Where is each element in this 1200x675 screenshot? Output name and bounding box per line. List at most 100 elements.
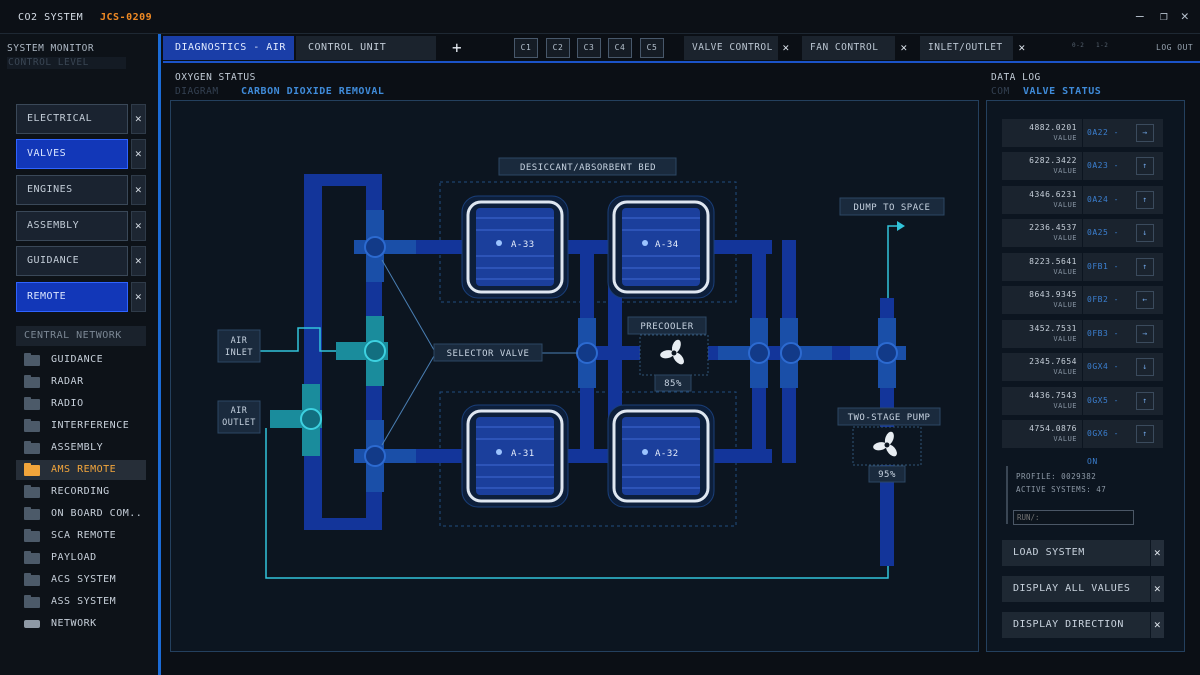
- add-tab-button[interactable]: +: [452, 38, 463, 57]
- network-item-guidance[interactable]: GUIDANCE: [16, 350, 146, 370]
- close-icon[interactable]: ✕: [1180, 9, 1190, 24]
- network-item-label: RADIO: [51, 398, 84, 409]
- profile-divider: [1006, 466, 1008, 524]
- log-direction-button[interactable]: ↑: [1131, 387, 1163, 415]
- precooler-percent: 85%: [664, 379, 682, 389]
- arrow-icon: ←: [1136, 291, 1154, 309]
- air-outlet-box: [217, 400, 261, 434]
- arrow-icon: →: [1136, 124, 1154, 142]
- tab-c2[interactable]: C2: [546, 38, 570, 58]
- precooler-pct-box: [654, 374, 692, 392]
- active-systems-count: ACTIVE SYSTEMS: 47: [1016, 485, 1107, 494]
- network-item-network[interactable]: NETWORK: [16, 614, 146, 634]
- folder-icon: [24, 485, 40, 498]
- pipe-network: [304, 174, 900, 566]
- category-electrical-button[interactable]: ELECTRICAL: [16, 104, 128, 134]
- log-status: 0GX4 - ON: [1083, 353, 1131, 399]
- category-assembly-button[interactable]: ASSEMBLY: [16, 211, 128, 241]
- close-icon[interactable]: ✕: [131, 211, 146, 241]
- tab-fan-control[interactable]: FAN CONTROL: [802, 36, 895, 60]
- network-item-radar[interactable]: RADAR: [16, 372, 146, 392]
- log-direction-button[interactable]: →: [1131, 320, 1163, 348]
- profile-id: PROFILE: 0029382: [1016, 472, 1097, 481]
- close-icon[interactable]: ✕: [1018, 41, 1026, 54]
- tab-valve-control[interactable]: VALVE CONTROL: [684, 36, 778, 60]
- close-icon[interactable]: ✕: [900, 41, 908, 54]
- close-icon[interactable]: ✕: [1151, 612, 1164, 638]
- restore-icon[interactable]: ❐: [1159, 9, 1169, 24]
- network-item-label: SCA REMOTE: [51, 530, 117, 541]
- folder-icon: [24, 463, 40, 476]
- close-icon[interactable]: ✕: [1151, 540, 1164, 566]
- category-remote-button[interactable]: REMOTE: [16, 282, 128, 312]
- tab-c4[interactable]: C4: [608, 38, 632, 58]
- load-system-button[interactable]: LOAD SYSTEM: [1002, 540, 1150, 566]
- tab-control-unit[interactable]: CONTROL UNIT: [296, 36, 436, 60]
- log-status: 0GX5 - ON: [1083, 387, 1131, 433]
- pump-percent: 95%: [878, 470, 896, 480]
- close-icon[interactable]: ✕: [1151, 576, 1164, 602]
- category-engines-button[interactable]: ENGINES: [16, 175, 128, 205]
- system-monitor-label: SYSTEM MONITOR: [7, 43, 95, 54]
- network-item-sca-remote[interactable]: SCA REMOTE: [16, 526, 146, 546]
- close-icon[interactable]: ✕: [782, 41, 790, 54]
- log-direction-button[interactable]: ↑: [1131, 420, 1163, 448]
- indicator-icon: 0-2: [1072, 42, 1085, 49]
- log-status: 0A22 - ON: [1083, 119, 1131, 165]
- bed-label: DESICCANT/ABSORBENT BED: [520, 163, 656, 173]
- display-all-values-button[interactable]: DISPLAY ALL VALUES: [1002, 576, 1150, 602]
- log-direction-button[interactable]: ←: [1131, 286, 1163, 314]
- category-guidance-button[interactable]: GUIDANCE: [16, 246, 128, 276]
- log-direction-button[interactable]: ↑: [1131, 253, 1163, 281]
- minimize-icon[interactable]: —: [1135, 9, 1145, 24]
- logout-button[interactable]: LOG OUT: [1156, 43, 1194, 52]
- network-item-on-board-com[interactable]: ON BOARD COM..: [16, 504, 146, 524]
- network-item-ass-system[interactable]: ASS SYSTEM: [16, 592, 146, 612]
- log-direction-button[interactable]: ↑: [1131, 186, 1163, 214]
- log-direction-button[interactable]: ↓: [1131, 353, 1163, 381]
- air-inlet-label: AIR: [231, 336, 248, 346]
- display-direction-button[interactable]: DISPLAY DIRECTION: [1002, 612, 1150, 638]
- close-icon[interactable]: ✕: [131, 246, 146, 276]
- log-status: 0A24 - ON: [1083, 186, 1131, 232]
- selector-label-box: [433, 343, 543, 362]
- tab-inlet-outlet[interactable]: INLET/OUTLET: [920, 36, 1013, 60]
- network-item-payload[interactable]: PAYLOAD: [16, 548, 146, 568]
- folder-icon: [24, 595, 40, 608]
- close-icon[interactable]: ✕: [131, 104, 146, 134]
- network-item-label: NETWORK: [51, 618, 97, 629]
- network-item-assembly[interactable]: ASSEMBLY: [16, 438, 146, 458]
- network-item-recording[interactable]: RECORDING: [16, 482, 146, 502]
- close-icon[interactable]: ✕: [131, 175, 146, 205]
- log-status: 0FB3 - ON: [1083, 320, 1131, 366]
- arrow-icon: ↑: [1136, 157, 1154, 175]
- air-lines: [260, 225, 900, 579]
- unit-label-a34: A-34: [655, 240, 679, 250]
- network-item-label: AMS REMOTE: [51, 464, 117, 475]
- arrow-icon: →: [1136, 325, 1154, 343]
- control-level-field[interactable]: CONTROL LEVEL: [7, 57, 126, 69]
- network-item-interference[interactable]: INTERFERENCE: [16, 416, 146, 436]
- close-icon[interactable]: ✕: [131, 139, 146, 169]
- network-item-radio[interactable]: RADIO: [16, 394, 146, 414]
- air-inlet-label: INLET: [225, 348, 253, 358]
- log-direction-button[interactable]: ↓: [1131, 219, 1163, 247]
- log-direction-button[interactable]: →: [1131, 119, 1163, 147]
- tab-diagnostics-air[interactable]: DIAGNOSTICS - AIR: [163, 36, 294, 60]
- run-command-input[interactable]: [1013, 510, 1134, 525]
- network-item-acs-system[interactable]: ACS SYSTEM: [16, 570, 146, 590]
- tab-c3[interactable]: C3: [577, 38, 601, 58]
- title-bar: [0, 0, 1200, 34]
- tab-c5[interactable]: C5: [640, 38, 664, 58]
- close-icon[interactable]: ✕: [131, 282, 146, 312]
- category-valves-button[interactable]: VALVES: [16, 139, 128, 169]
- log-direction-button[interactable]: ↑: [1131, 152, 1163, 180]
- log-status: 0A25 - ON: [1083, 219, 1131, 265]
- network-item-ams-remote[interactable]: AMS REMOTE: [16, 460, 146, 480]
- tab-c1[interactable]: C1: [514, 38, 538, 58]
